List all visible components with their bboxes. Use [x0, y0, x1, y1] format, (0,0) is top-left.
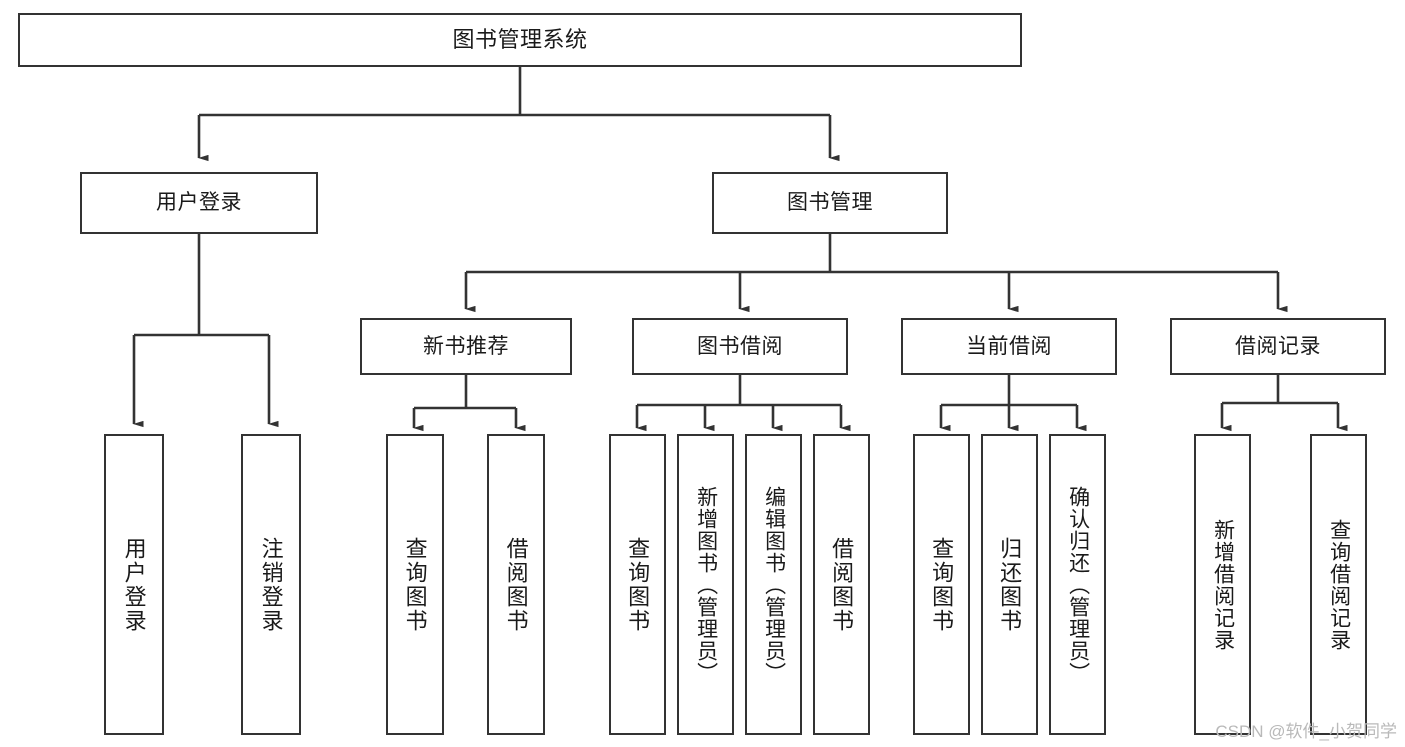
leaf-current-return-book-label: 归还图书	[997, 536, 1023, 633]
node-new-book-recommend-label: 新书推荐	[423, 334, 509, 358]
leaf-current-query-book-label: 查询图书	[929, 536, 955, 633]
node-current-borrow[interactable]: 当前借阅	[901, 318, 1117, 375]
leaf-borrow-borrow-book-label: 借阅图书	[829, 536, 855, 633]
node-book-management[interactable]: 图书管理	[712, 172, 948, 234]
node-user-login[interactable]: 用户登录	[80, 172, 318, 234]
node-book-borrow[interactable]: 图书借阅	[632, 318, 848, 375]
leaf-borrow-add-book[interactable]: 新增图书（管理员）	[677, 434, 734, 735]
leaf-new-books-borrow-label: 借阅图书	[503, 536, 529, 633]
leaf-borrow-query-book[interactable]: 查询图书	[609, 434, 666, 735]
leaf-current-query-book[interactable]: 查询图书	[913, 434, 970, 735]
leaf-records-add-label: 新增借阅记录	[1211, 518, 1235, 651]
node-borrow-records[interactable]: 借阅记录	[1170, 318, 1386, 375]
leaf-new-books-query[interactable]: 查询图书	[386, 434, 444, 735]
leaf-records-add[interactable]: 新增借阅记录	[1194, 434, 1251, 735]
leaf-records-query[interactable]: 查询借阅记录	[1310, 434, 1367, 735]
leaf-current-confirm-return[interactable]: 确认归还（管理员）	[1049, 434, 1106, 735]
node-book-management-label: 图书管理	[787, 191, 873, 215]
leaf-borrow-edit-book-label: 编辑图书（管理员）	[762, 485, 786, 684]
leaf-user-login[interactable]: 用户登录	[104, 434, 164, 735]
leaf-borrow-query-book-label: 查询图书	[625, 536, 651, 633]
node-new-book-recommend[interactable]: 新书推荐	[360, 318, 572, 375]
leaf-new-books-query-label: 查询图书	[402, 536, 428, 633]
csdn-watermark: CSDN @软件_小贺同学	[1215, 722, 1397, 741]
node-current-borrow-label: 当前借阅	[966, 334, 1052, 358]
leaf-current-confirm-return-label: 确认归还（管理员）	[1066, 485, 1090, 684]
leaf-borrow-borrow-book[interactable]: 借阅图书	[813, 434, 870, 735]
node-borrow-records-label: 借阅记录	[1235, 334, 1321, 358]
leaf-borrow-add-book-label: 新增图书（管理员）	[694, 485, 718, 684]
node-root-label: 图书管理系统	[452, 26, 588, 52]
leaf-user-login-label: 用户登录	[121, 536, 147, 633]
leaf-logout[interactable]: 注销登录	[241, 434, 301, 735]
node-root[interactable]: 图书管理系统	[18, 13, 1022, 67]
node-book-borrow-label: 图书借阅	[697, 334, 783, 358]
leaf-logout-label: 注销登录	[258, 536, 284, 633]
node-user-login-label: 用户登录	[156, 191, 242, 215]
leaf-current-return-book[interactable]: 归还图书	[981, 434, 1038, 735]
leaf-borrow-edit-book[interactable]: 编辑图书（管理员）	[745, 434, 802, 735]
leaf-new-books-borrow[interactable]: 借阅图书	[487, 434, 545, 735]
leaf-records-query-label: 查询借阅记录	[1327, 518, 1351, 651]
